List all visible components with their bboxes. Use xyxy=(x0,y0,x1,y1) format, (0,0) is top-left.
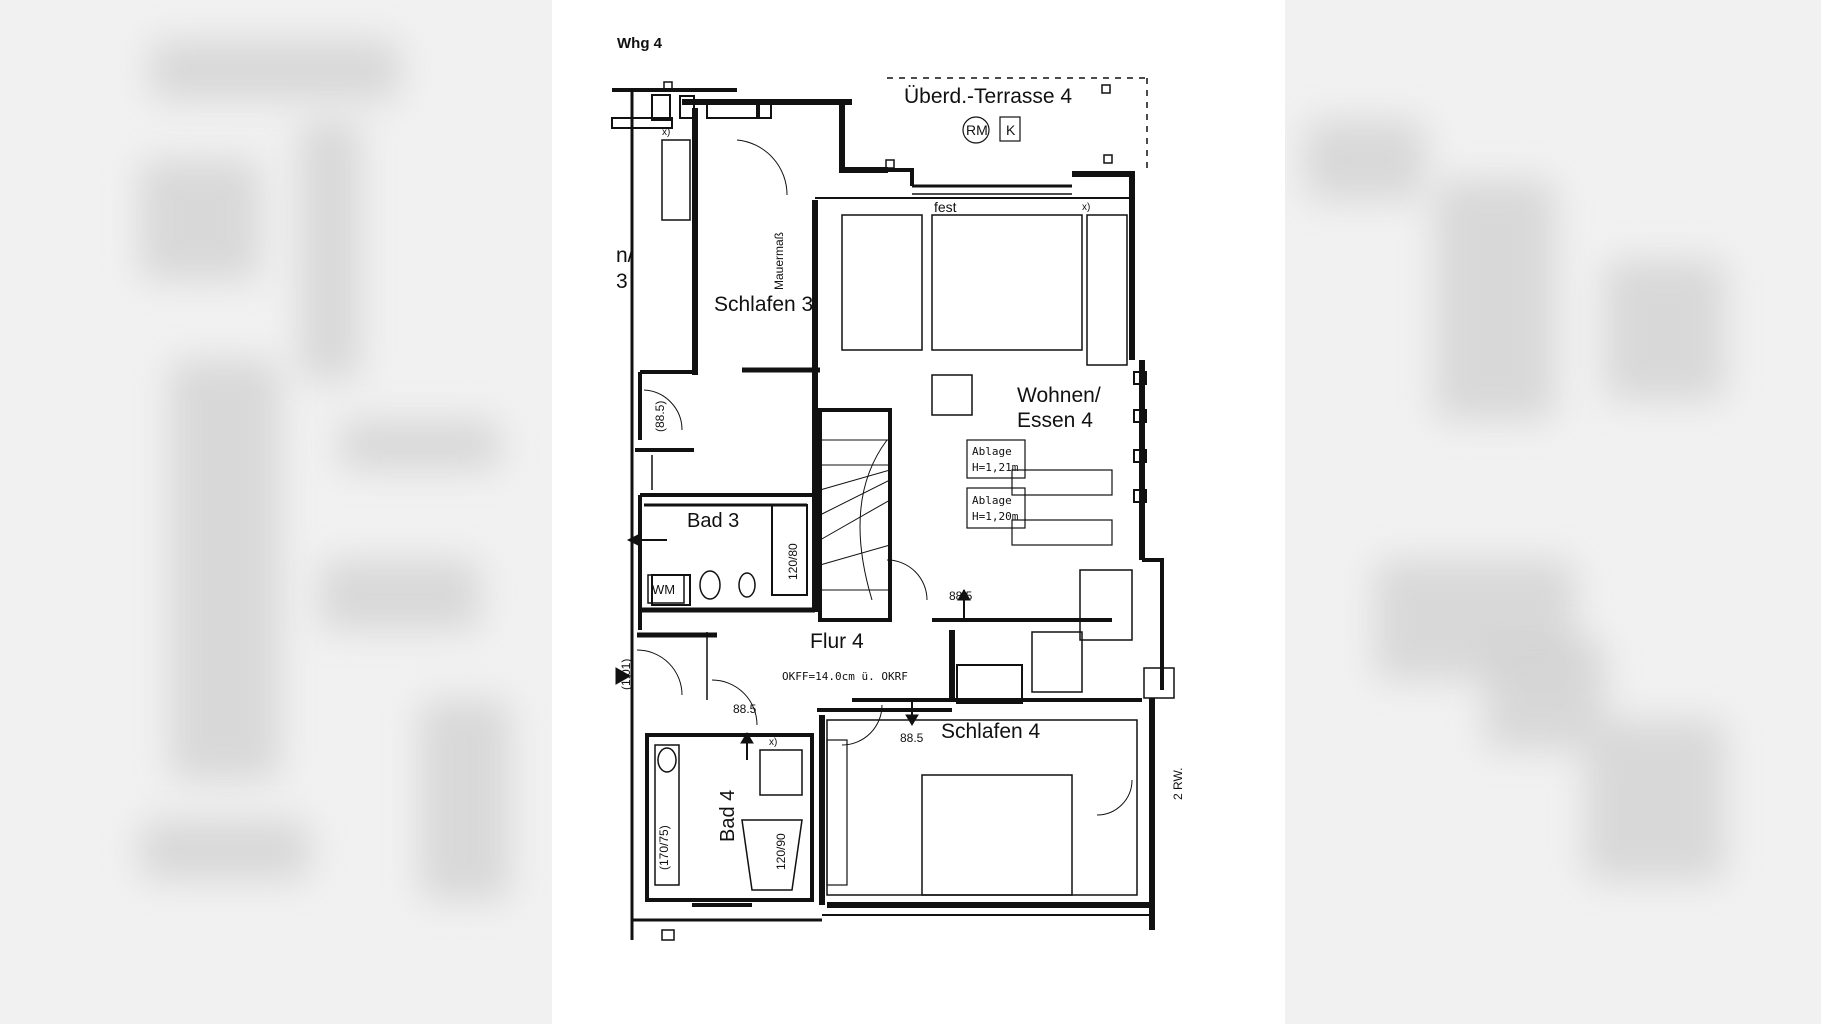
dim-door-living: 88.5 xyxy=(949,589,973,603)
dim-door-entry: (1.01) xyxy=(619,659,633,690)
door-swings xyxy=(636,139,1133,816)
blurred-left-margin xyxy=(0,0,552,1024)
rm-symbol xyxy=(962,116,990,144)
dim-door-bedroom-4: 88.5 xyxy=(900,731,924,745)
label-hall: Flur 4 xyxy=(810,630,864,653)
label-floor-level: OKFF=14.0cm ü. OKRF xyxy=(782,670,908,683)
label-rm: RM xyxy=(966,122,988,138)
label-shelf-2-height: H=1,20m xyxy=(972,510,1019,523)
blurred-right-margin xyxy=(1285,0,1821,1024)
label-partial-top: n/ xyxy=(616,244,634,267)
label-bath-3: Bad 3 xyxy=(687,510,739,532)
plan-title: Whg 4 xyxy=(617,35,663,52)
label-ribbed-radiator: 2 RW. xyxy=(1171,768,1185,800)
label-washer: WM xyxy=(652,582,675,597)
dim-x-mark-3: x) xyxy=(769,737,777,748)
entry-arrows xyxy=(615,533,971,760)
label-shelf-2: Ablage xyxy=(972,494,1012,507)
washer-box xyxy=(647,574,685,604)
label-living-line2: Essen 4 xyxy=(1017,409,1093,432)
label-shelf-1-height: H=1,21m xyxy=(972,461,1019,474)
dim-x-mark-1: x) xyxy=(662,127,670,138)
label-k: K xyxy=(1006,122,1016,138)
dim-x-mark-2: x) xyxy=(1082,202,1090,213)
dim-shower-bath-3: 120/80 xyxy=(786,543,800,580)
floor-plan-sheet: Whg 4 xyxy=(552,0,1285,1024)
label-bedroom-3: Schlafen 3 xyxy=(714,293,813,316)
label-living-line1: Wohnen/ xyxy=(1017,384,1101,407)
shelf-1-box xyxy=(966,439,1026,479)
label-wall-measure: Mauermaß xyxy=(772,232,786,290)
label-terrace: Überd.-Terrasse 4 xyxy=(904,85,1072,108)
floor-plan: Whg 4 xyxy=(611,35,1185,941)
label-fixed: fest xyxy=(934,199,957,215)
label-bedroom-4: Schlafen 4 xyxy=(941,720,1041,743)
shelf-2-box xyxy=(966,487,1026,529)
dim-tub-bath-4: (170/75) xyxy=(657,825,671,870)
walls xyxy=(611,77,1175,941)
dim-door-bath-4: 88.5 xyxy=(733,702,757,716)
k-symbol xyxy=(999,116,1021,142)
label-shelf-1: Ablage xyxy=(972,445,1012,458)
label-bath-4: Bad 4 xyxy=(717,790,739,842)
dim-door-bath-3: (88.5) xyxy=(653,401,667,432)
dim-shower-bath-4: 120/90 xyxy=(774,833,788,870)
label-partial-bottom: 3 xyxy=(616,270,628,293)
